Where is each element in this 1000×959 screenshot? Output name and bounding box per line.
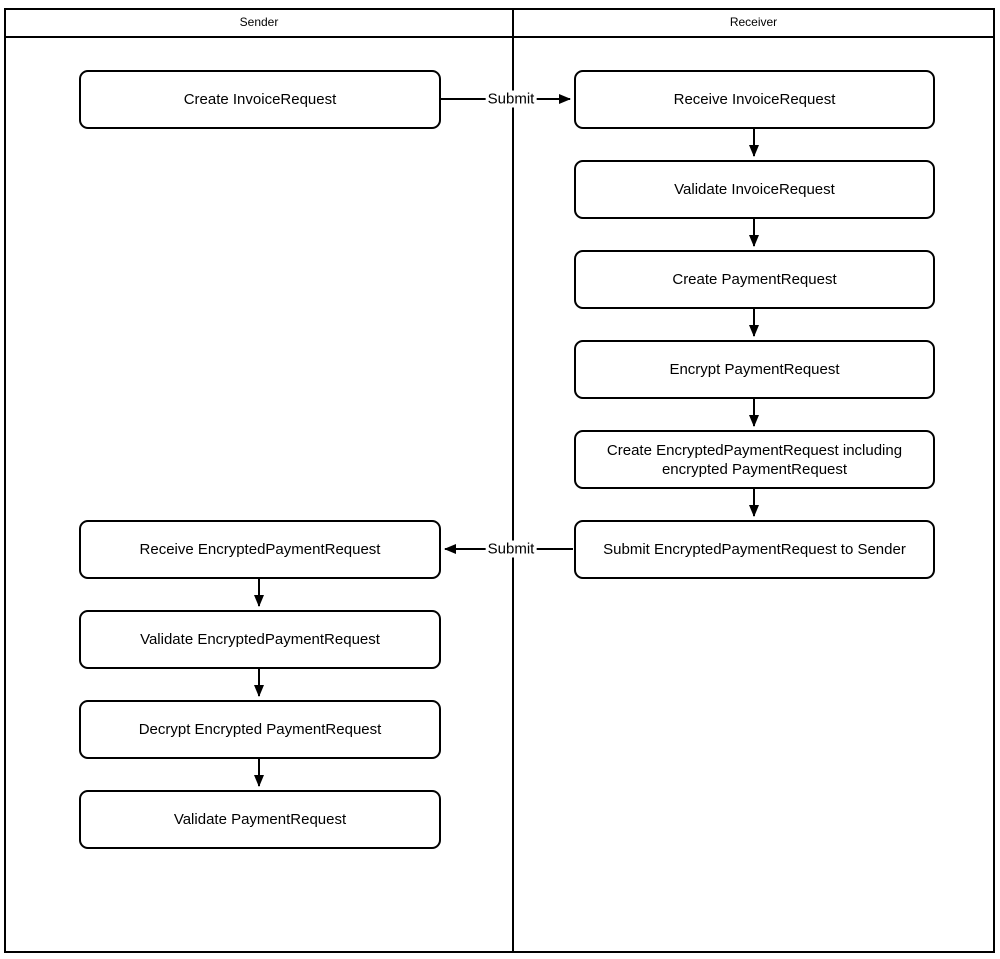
flow-node-label: Receive EncryptedPaymentRequest [139, 541, 381, 558]
flow-node-receive-invoicerequest: Receive InvoiceRequest [574, 70, 935, 129]
flow-node-label: Validate EncryptedPaymentRequest [140, 631, 380, 648]
flow-node-create-invoicerequest: Create InvoiceRequest [79, 70, 441, 129]
flow-node-label: Validate InvoiceRequest [674, 181, 835, 198]
lane-header-sender: Sender [6, 8, 512, 36]
edge-label-submit-invoicerequest: Submit [485, 90, 537, 108]
pool-header-separator [4, 36, 995, 38]
flow-node-label: Submit EncryptedPaymentRequest to Sender [603, 541, 906, 558]
flow-node-validate-invoicerequest: Validate InvoiceRequest [574, 160, 935, 219]
flow-node-create-encryptedpaymentrequest: Create EncryptedPaymentRequest including… [574, 430, 935, 489]
flow-node-label: Create EncryptedPaymentRequest including… [606, 441, 903, 478]
lane-divider [512, 8, 514, 953]
flow-node-label: Receive InvoiceRequest [673, 91, 836, 108]
flow-node-validate-paymentrequest: Validate PaymentRequest [79, 790, 441, 849]
flow-node-label: Encrypt PaymentRequest [669, 361, 840, 378]
flow-node-validate-encryptedpaymentrequest: Validate EncryptedPaymentRequest [79, 610, 441, 669]
flow-node-receive-encryptedpaymentrequest: Receive EncryptedPaymentRequest [79, 520, 441, 579]
lane-header-sender-label: Sender [239, 15, 279, 29]
flow-node-label: Validate PaymentRequest [173, 811, 347, 828]
flow-node-encrypt-paymentrequest: Encrypt PaymentRequest [574, 340, 935, 399]
lane-header-receiver-label: Receiver [729, 15, 778, 29]
lane-header-receiver: Receiver [514, 8, 993, 36]
flow-node-decrypt-encrypted-paymentrequest: Decrypt Encrypted PaymentRequest [79, 700, 441, 759]
flow-node-label: Create PaymentRequest [672, 271, 837, 288]
flow-node-create-paymentrequest: Create PaymentRequest [574, 250, 935, 309]
flow-node-label: Decrypt Encrypted PaymentRequest [138, 721, 382, 738]
flow-node-submit-encryptedpaymentrequest: Submit EncryptedPaymentRequest to Sender [574, 520, 935, 579]
edge-label-submit-encryptedpaymentrequest: Submit [485, 540, 537, 558]
flow-node-label: Create InvoiceRequest [183, 91, 337, 108]
